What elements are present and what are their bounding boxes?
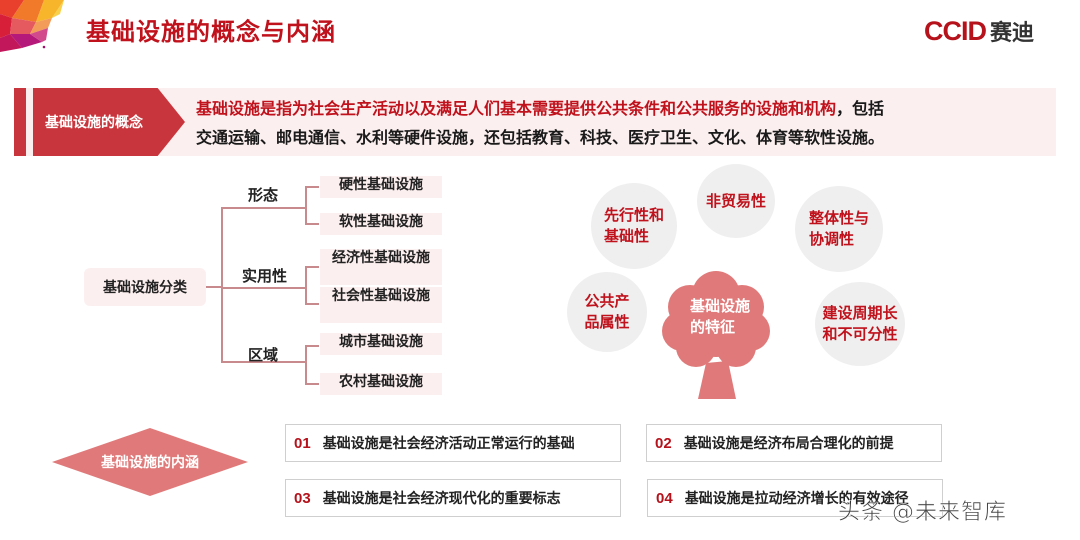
- connector: [221, 361, 306, 363]
- leaf-economic-infrastructure: 经济性基础设施: [320, 249, 442, 285]
- feature-text: 建设周期长: [822, 304, 898, 322]
- connector: [221, 207, 306, 209]
- category-region: 区域: [248, 346, 279, 364]
- concept-tag: 基础设施的概念: [33, 88, 185, 156]
- connector: [305, 223, 319, 225]
- item-text: 基础设施是社会经济现代化的重要标志: [322, 491, 561, 507]
- brand-logo: CCID 赛迪: [924, 15, 1035, 47]
- connector: [305, 383, 319, 385]
- leaf-hard-infrastructure: 硬性基础设施: [320, 176, 442, 198]
- item-number: 01: [294, 434, 311, 452]
- feature-text: 协调性: [808, 230, 854, 248]
- item-text: 基础设施是经济布局合理化的前提: [683, 436, 894, 452]
- connotation-item-04: 04 基础设施是拉动经济增长的有效途径: [647, 479, 943, 517]
- center-text: 基础设施: [690, 297, 751, 315]
- feature-bubble-4: 公共产品属性: [567, 272, 647, 352]
- brand-latin: CCID: [924, 15, 987, 46]
- connotation-item-01: 01 基础设施是社会经济活动正常运行的基础: [285, 424, 621, 462]
- connector: [305, 345, 319, 347]
- watermark: 头条 @未来智库: [838, 500, 1007, 526]
- feature-text: 基础性: [603, 227, 649, 245]
- leaf-rural-infrastructure: 农村基础设施: [320, 373, 442, 395]
- category-form: 形态: [248, 186, 279, 204]
- connector: [221, 287, 306, 289]
- feature-bubble-5: 建设周期长和不可分性: [815, 282, 905, 366]
- feature-text: 整体性与: [808, 209, 869, 227]
- tree-icon: [662, 271, 770, 399]
- connector: [305, 303, 319, 305]
- feature-bubble-1: 先行性和基础性: [591, 183, 677, 269]
- item-text: 基础设施是拉动经济增长的有效途径: [684, 491, 909, 507]
- corner-logo-icon: [0, 0, 64, 52]
- feature-text: 品属性: [584, 313, 630, 331]
- concept-definition: 基础设施是指为社会生产活动以及满足人们基本需要提供公共条件和公共服务的设施和机构…: [196, 94, 1046, 152]
- features-center-label: 基础设施 的特征: [690, 296, 770, 338]
- item-number: 04: [656, 489, 673, 507]
- page-title: 基础设施的概念与内涵: [86, 18, 336, 46]
- connotation-item-02: 02 基础设施是经济布局合理化的前提: [646, 424, 942, 462]
- concept-line2: 交通运输、邮电通信、水利等硬件设施，还包括教育、科技、医疗卫生、文化、体育等软性…: [196, 128, 885, 147]
- feature-text: 公共产: [584, 292, 630, 310]
- concept-highlight: 基础设施是指为社会生产活动以及满足人们基本需要提供公共条件和公共服务的设施和机构: [196, 99, 837, 118]
- connector: [305, 186, 319, 188]
- feature-bubble-2: 非贸易性: [697, 164, 775, 238]
- connector: [305, 186, 307, 224]
- leaf-social-infrastructure: 社会性基础设施: [320, 287, 442, 323]
- classification-root: 基础设施分类: [84, 268, 206, 306]
- item-number: 03: [294, 489, 311, 507]
- category-practicality: 实用性: [242, 267, 288, 285]
- connector: [305, 345, 307, 384]
- feature-text: 先行性和: [603, 206, 664, 224]
- leaf-urban-infrastructure: 城市基础设施: [320, 333, 442, 355]
- connotation-item-03: 03 基础设施是社会经济现代化的重要标志: [285, 479, 621, 517]
- concept-banner: [14, 88, 1056, 156]
- connector: [221, 207, 223, 362]
- connotation-label: 基础设施的内涵: [52, 428, 248, 496]
- item-text: 基础设施是社会经济活动正常运行的基础: [322, 436, 575, 452]
- center-text: 的特征: [690, 318, 736, 336]
- connector: [305, 266, 319, 268]
- feature-bubble-3: 整体性与协调性: [795, 186, 883, 272]
- item-number: 02: [655, 434, 672, 452]
- brand-chinese: 赛迪: [990, 21, 1035, 46]
- connector: [305, 266, 307, 304]
- concept-accent-bar: [14, 88, 26, 156]
- leaf-soft-infrastructure: 软性基础设施: [320, 213, 442, 235]
- feature-text: 和不可分性: [822, 325, 898, 343]
- connector: [206, 286, 222, 288]
- feature-text: 非贸易性: [705, 191, 766, 210]
- concept-line1-rest: ，包括: [836, 99, 885, 118]
